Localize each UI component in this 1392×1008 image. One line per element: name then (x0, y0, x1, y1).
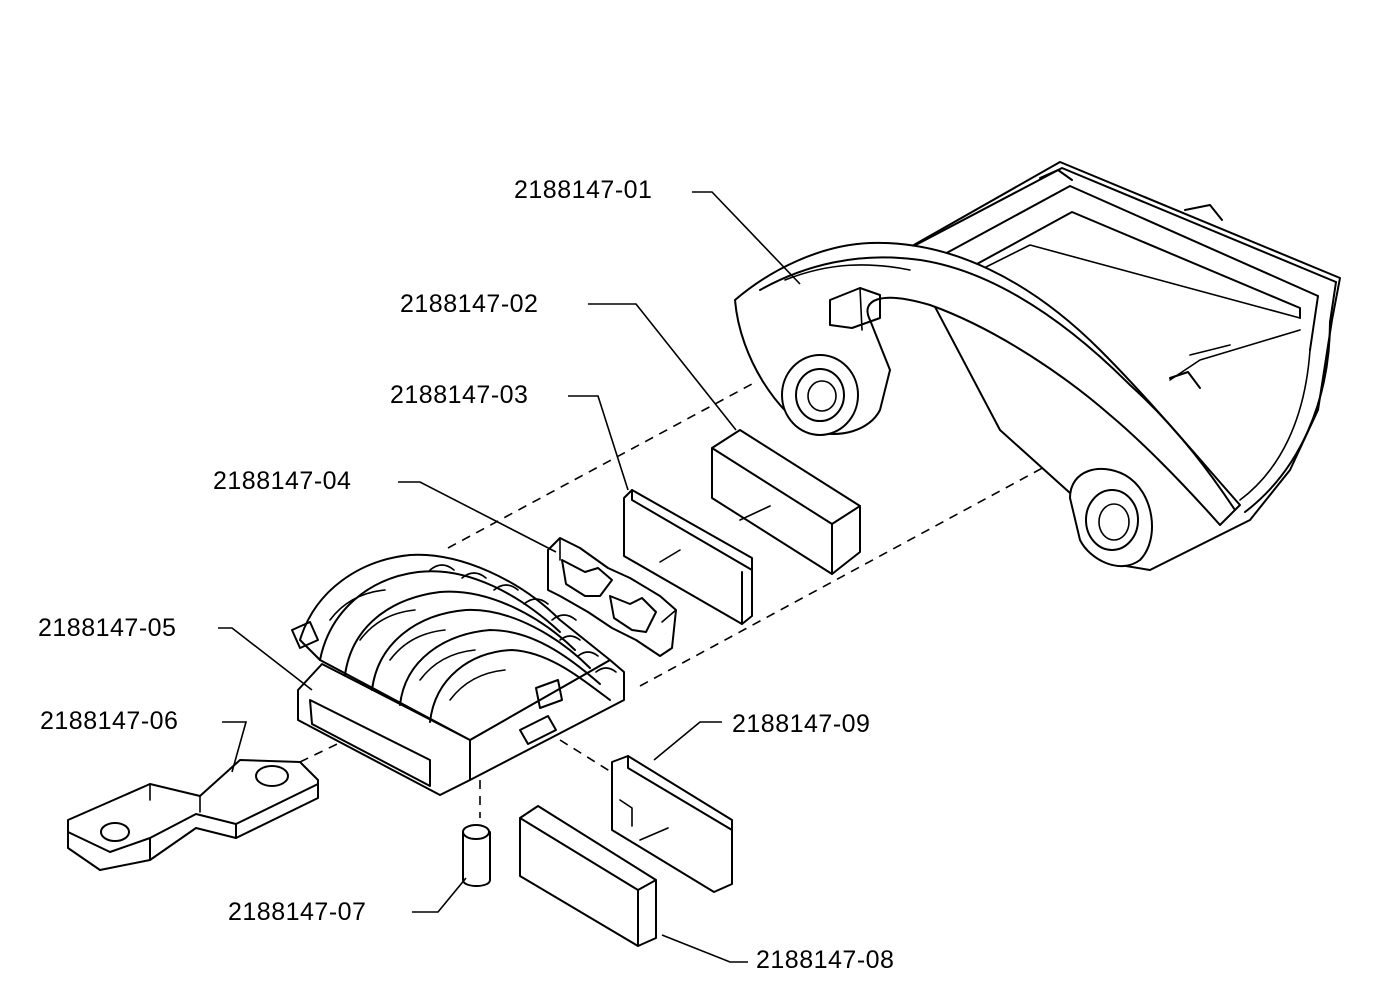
label-part-02: 2188147-02 (400, 290, 538, 318)
leader-lines (218, 191, 801, 963)
label-part-08: 2188147-08 (756, 946, 894, 974)
housing-part (734, 161, 1341, 571)
label-part-05: 2188147-05 (38, 614, 176, 642)
label-part-04: 2188147-04 (213, 467, 351, 495)
rivet-part (462, 824, 491, 887)
lower-block-part (519, 805, 657, 947)
label-part-07: 2188147-07 (228, 898, 366, 926)
label-part-03: 2188147-03 (390, 381, 528, 409)
label-part-09: 2188147-09 (732, 710, 870, 738)
terminal-strap-part (67, 759, 319, 871)
label-part-06: 2188147-06 (40, 707, 178, 735)
frame-part (547, 537, 677, 657)
assembly-axes (299, 383, 1073, 818)
plate-part (623, 489, 753, 625)
arc-chute-part (291, 553, 625, 796)
lower-plate-part (611, 755, 733, 893)
block-part (711, 429, 861, 575)
part-labels: 2188147-01 2188147-02 2188147-03 2188147… (38, 176, 894, 974)
label-part-01: 2188147-01 (514, 176, 652, 204)
